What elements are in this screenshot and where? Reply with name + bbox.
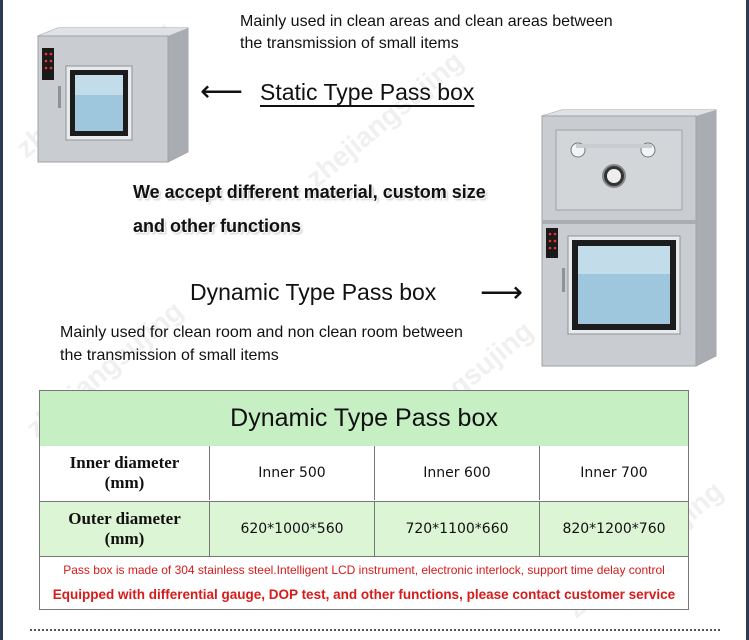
- contact-note: Equipped with differential gauge, DOP te…: [52, 587, 676, 602]
- spec-table: Dynamic Type Pass box Inner diameter(mm)…: [39, 390, 689, 610]
- watermark: zhejiangsujing: [300, 44, 469, 194]
- table-title: Dynamic Type Pass box: [40, 391, 688, 447]
- page-edge-right: [746, 0, 749, 640]
- row-header-line1: Outer diameter: [68, 509, 181, 528]
- left-arrow-icon: ⟵: [200, 75, 244, 108]
- table-cell: Inner 600: [374, 446, 539, 500]
- table-cell: 720*1100*660: [374, 502, 539, 556]
- table-cell: Inner 700: [539, 446, 688, 500]
- static-heading: Static Type Pass box: [260, 79, 475, 105]
- static-description-line2: the transmission of small items: [240, 35, 459, 52]
- table-cell: Inner 500: [209, 446, 374, 500]
- static-description-line1: Mainly used in clean areas and clean are…: [240, 13, 613, 30]
- dynamic-pass-box-image: [541, 109, 717, 367]
- row-header: Outer diameter(mm): [40, 502, 209, 556]
- dotted-divider: [30, 629, 720, 631]
- table-row: Outer diameter(mm) 620*1000*560 720*1100…: [40, 501, 688, 557]
- material-note: Pass box is made of 304 stainless steel.…: [63, 563, 665, 577]
- table-row: Inner diameter(mm) Inner 500 Inner 600 I…: [40, 446, 688, 500]
- static-pass-box-image: [37, 27, 189, 163]
- dynamic-heading: Dynamic Type Pass box: [190, 279, 437, 305]
- row-header-line2: (mm): [104, 473, 145, 492]
- table-cell: 820*1200*760: [539, 502, 688, 556]
- table-cell: 620*1000*560: [209, 502, 374, 556]
- page-edge-left: [0, 0, 3, 640]
- dynamic-description-line1: Mainly used for clean room and non clean…: [60, 324, 463, 341]
- custom-line2: and other functions: [133, 216, 301, 236]
- row-header-line2: (mm): [104, 529, 145, 548]
- dynamic-description-line2: the transmission of small items: [60, 347, 279, 364]
- custom-line1: We accept different material, custom siz…: [133, 182, 486, 202]
- right-arrow-icon: ⟶: [480, 276, 524, 309]
- row-header-line1: Inner diameter: [69, 453, 180, 472]
- row-header: Inner diameter(mm): [40, 446, 209, 500]
